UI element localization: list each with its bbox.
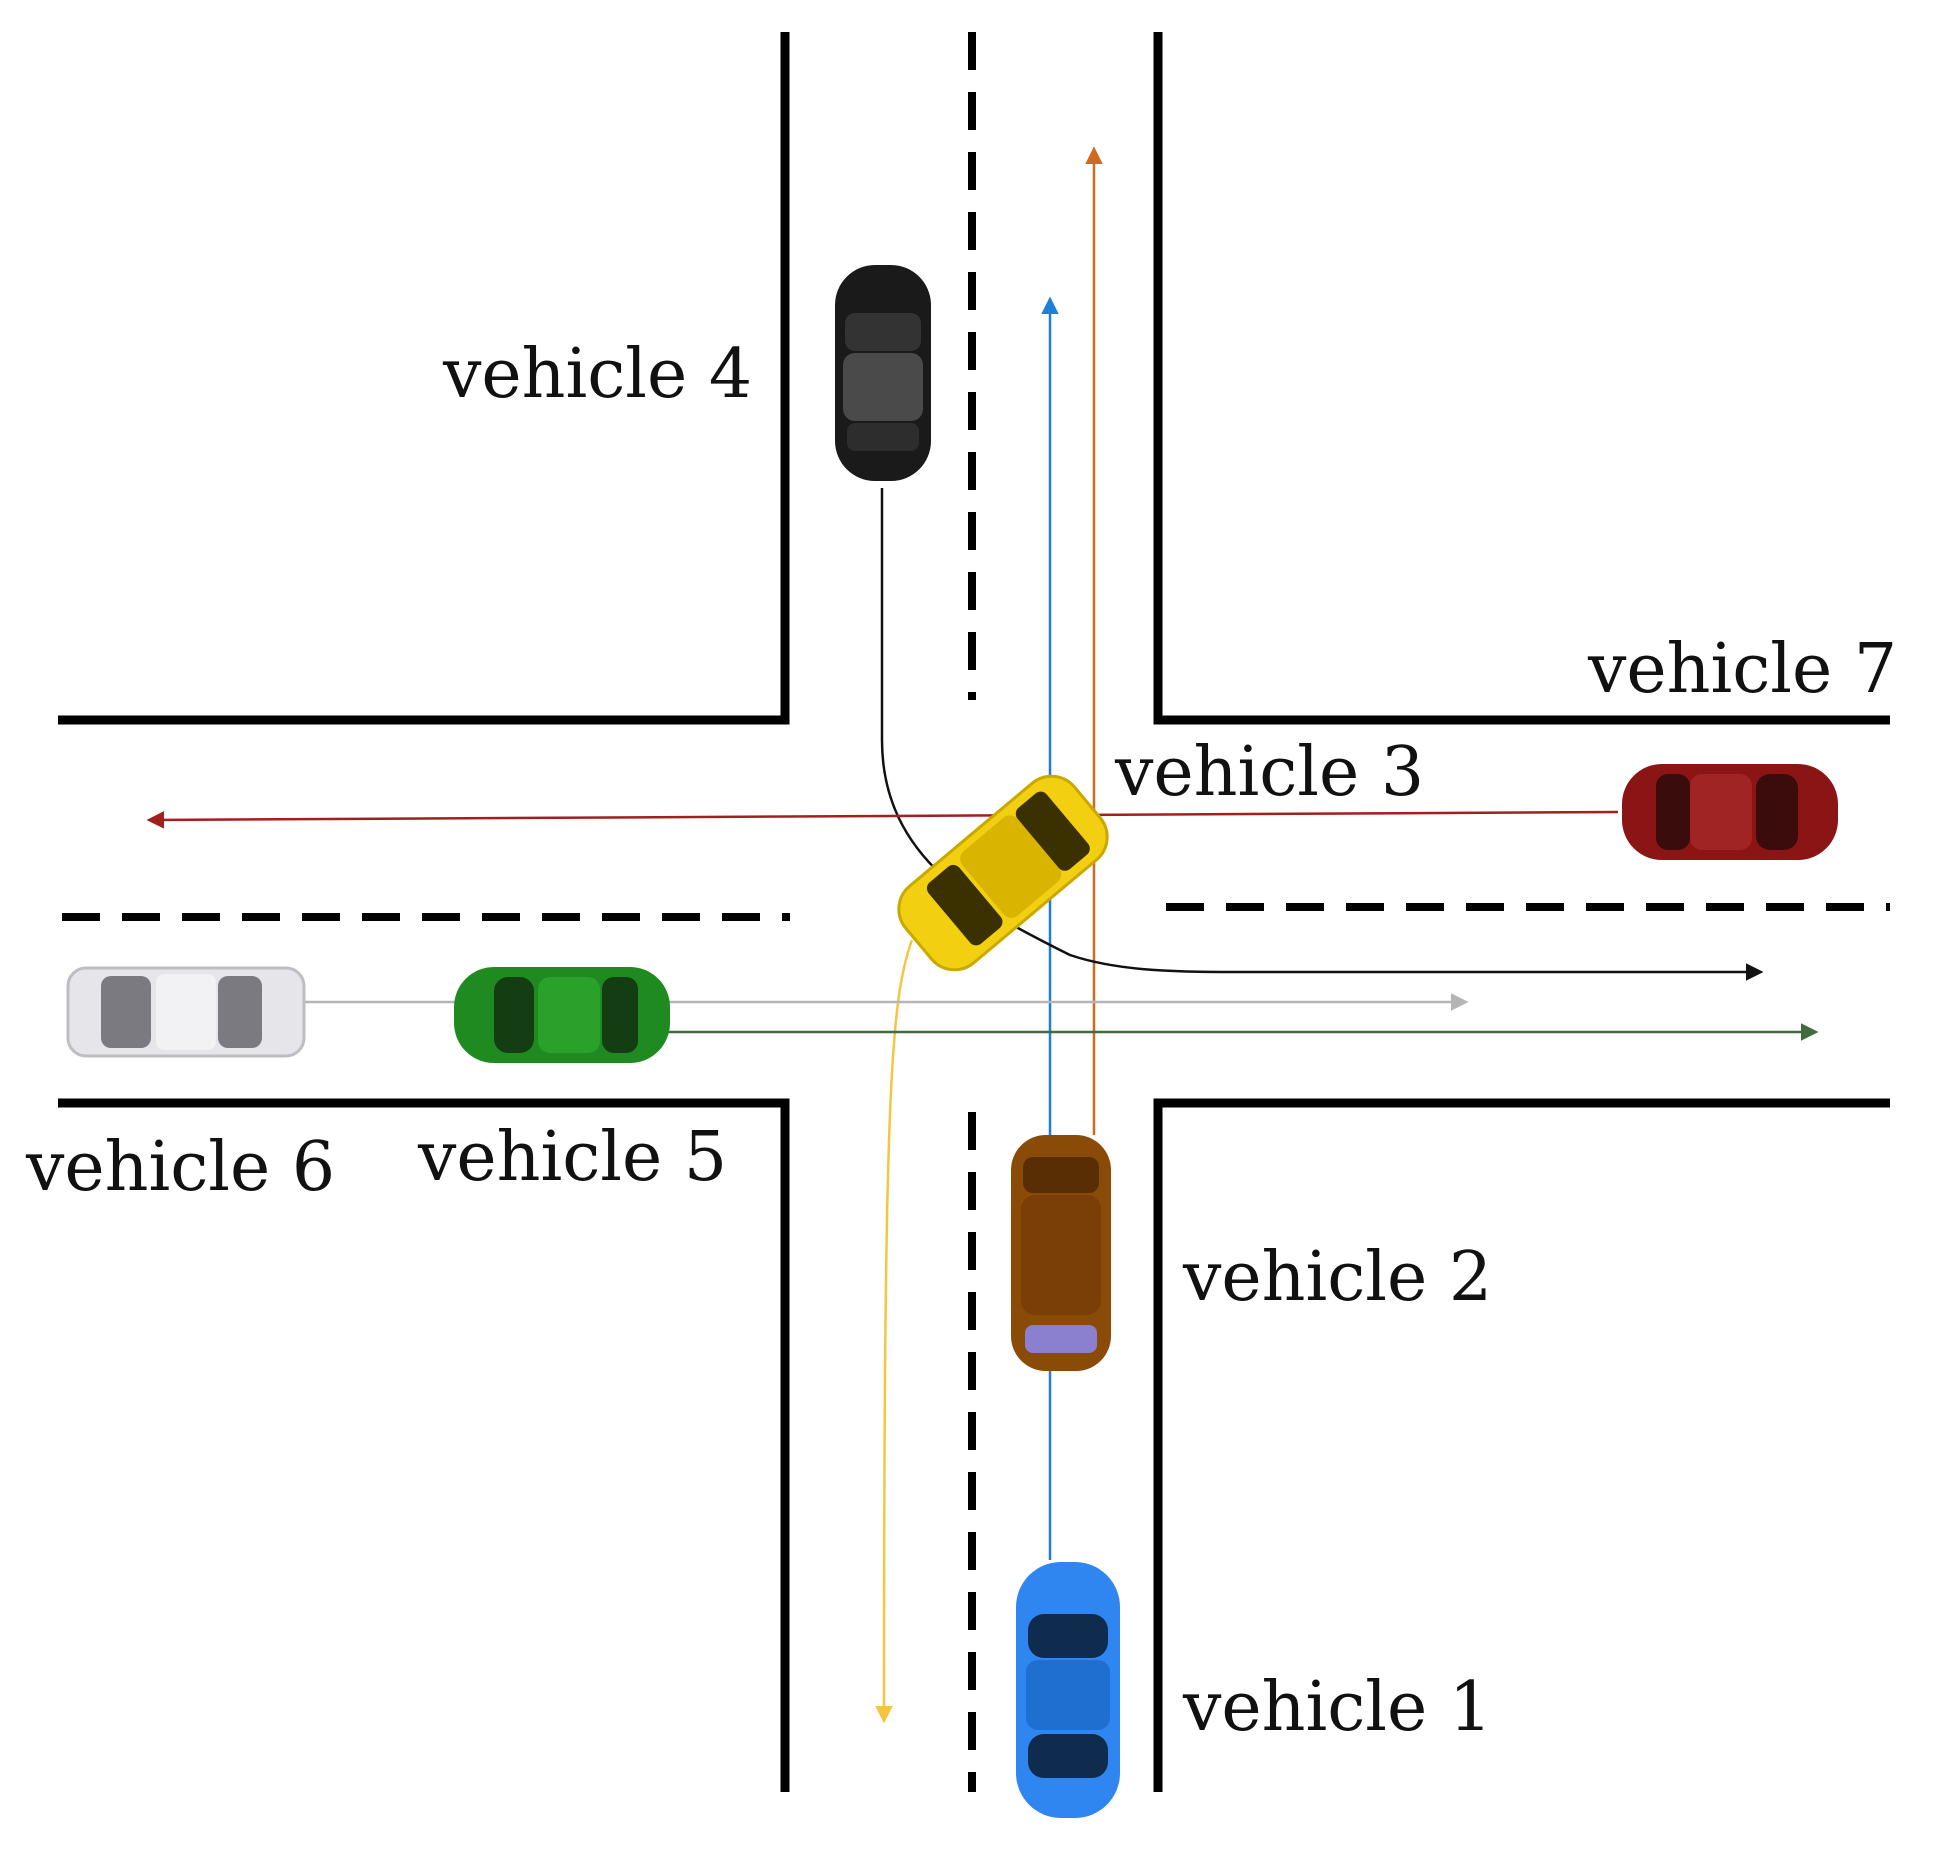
vehicle-7-label: vehicle 7 — [1587, 630, 1897, 709]
vehicle-5-car — [454, 967, 670, 1063]
road-edge-top-right — [1153, 32, 1890, 725]
vehicle-1-label: vehicle 1 — [1182, 1668, 1492, 1747]
trajectory-vehicle-4 — [880, 488, 1764, 981]
vehicle-6-label: vehicle 6 — [25, 1128, 335, 1207]
vehicle-2-car — [1011, 1135, 1111, 1371]
road-edge-bottom-left — [58, 1098, 790, 1792]
lane-dividers — [62, 32, 1890, 1792]
vehicle-3-label: vehicle 3 — [1114, 733, 1424, 812]
vehicle-1-car — [1016, 1562, 1120, 1818]
vehicle-4-label: vehicle 4 — [442, 335, 752, 414]
vehicle-6-car — [66, 966, 306, 1058]
road-edges — [58, 32, 1890, 1792]
road-edge-top-left — [58, 32, 790, 725]
vehicle-2-label: vehicle 2 — [1182, 1238, 1492, 1317]
trajectory-vehicle-7 — [146, 810, 1619, 829]
vehicle-4-car — [835, 265, 931, 481]
road-edge-bottom-right — [1153, 1098, 1890, 1792]
vehicle-3-car — [897, 774, 1109, 972]
vehicle-5-label: vehicle 5 — [417, 1118, 727, 1197]
trajectory-vehicle-3 — [875, 939, 914, 1724]
vehicle-7-car — [1622, 764, 1838, 860]
trajectories — [146, 146, 1819, 1724]
